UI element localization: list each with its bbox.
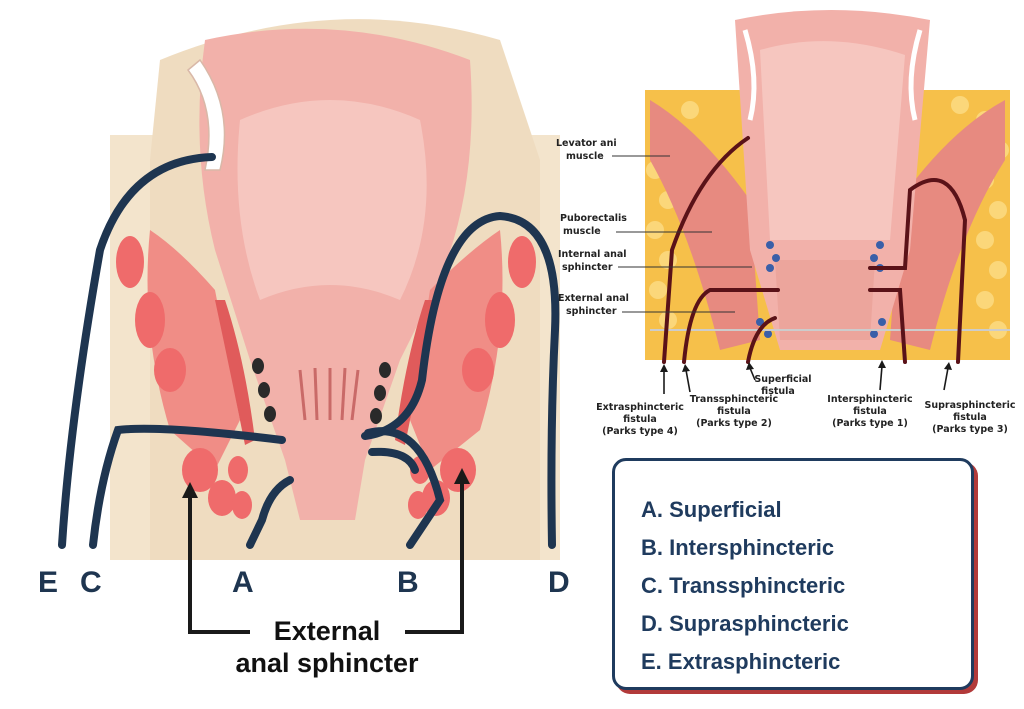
label-d: D: [548, 566, 570, 599]
label-internal-1: Internal anal: [558, 249, 627, 260]
label-levator-2: muscle: [566, 151, 604, 162]
label-inter-1: Intersphincteric: [827, 394, 912, 405]
fistula-arrowheads: [660, 360, 952, 372]
label-inter-2: fistula: [853, 406, 887, 417]
label-extra-2: fistula: [623, 414, 657, 425]
label-a: A: [232, 566, 254, 599]
label-external-2: sphincter: [566, 306, 617, 317]
legend-item-transsphincteric: C. Transsphincteric: [641, 567, 971, 605]
label-superficial-1: Superficial: [754, 374, 811, 385]
left-anatomy-illustration: [110, 19, 560, 560]
caption-line1: External: [274, 616, 381, 646]
label-trans-3: (Parks type 2): [696, 418, 772, 429]
label-external-1: External anal: [558, 293, 629, 304]
label-c: C: [80, 566, 102, 599]
label-extra-1: Extrasphincteric: [596, 402, 684, 413]
label-supra-3: (Parks type 3): [932, 424, 1008, 435]
legend-item-intersphincteric: B. Intersphincteric: [641, 529, 971, 567]
right-anatomy-illustration: [645, 10, 1010, 360]
legend-item-extrasphincteric: E. Extrasphincteric: [641, 643, 971, 681]
label-supra-1: Suprasphincteric: [925, 400, 1016, 411]
fistula-type-legend: A. Superficial B. Intersphincteric C. Tr…: [612, 458, 974, 690]
label-e: E: [38, 566, 58, 599]
legend-item-superficial: A. Superficial: [641, 491, 971, 529]
label-puborectalis-2: muscle: [563, 226, 601, 237]
label-extra-3: (Parks type 4): [602, 426, 678, 437]
label-inter-3: (Parks type 1): [832, 418, 908, 429]
label-levator-1: Levator ani: [556, 138, 617, 149]
legend-item-suprasphincteric: D. Suprasphincteric: [641, 605, 971, 643]
label-internal-2: sphincter: [562, 262, 613, 273]
caption-line2: anal sphincter: [235, 648, 419, 678]
label-b: B: [397, 566, 419, 599]
label-puborectalis-1: Puborectalis: [560, 213, 627, 224]
label-trans-2: fistula: [717, 406, 751, 417]
label-supra-2: fistula: [953, 412, 987, 423]
label-trans-1: Transsphincteric: [690, 394, 778, 405]
